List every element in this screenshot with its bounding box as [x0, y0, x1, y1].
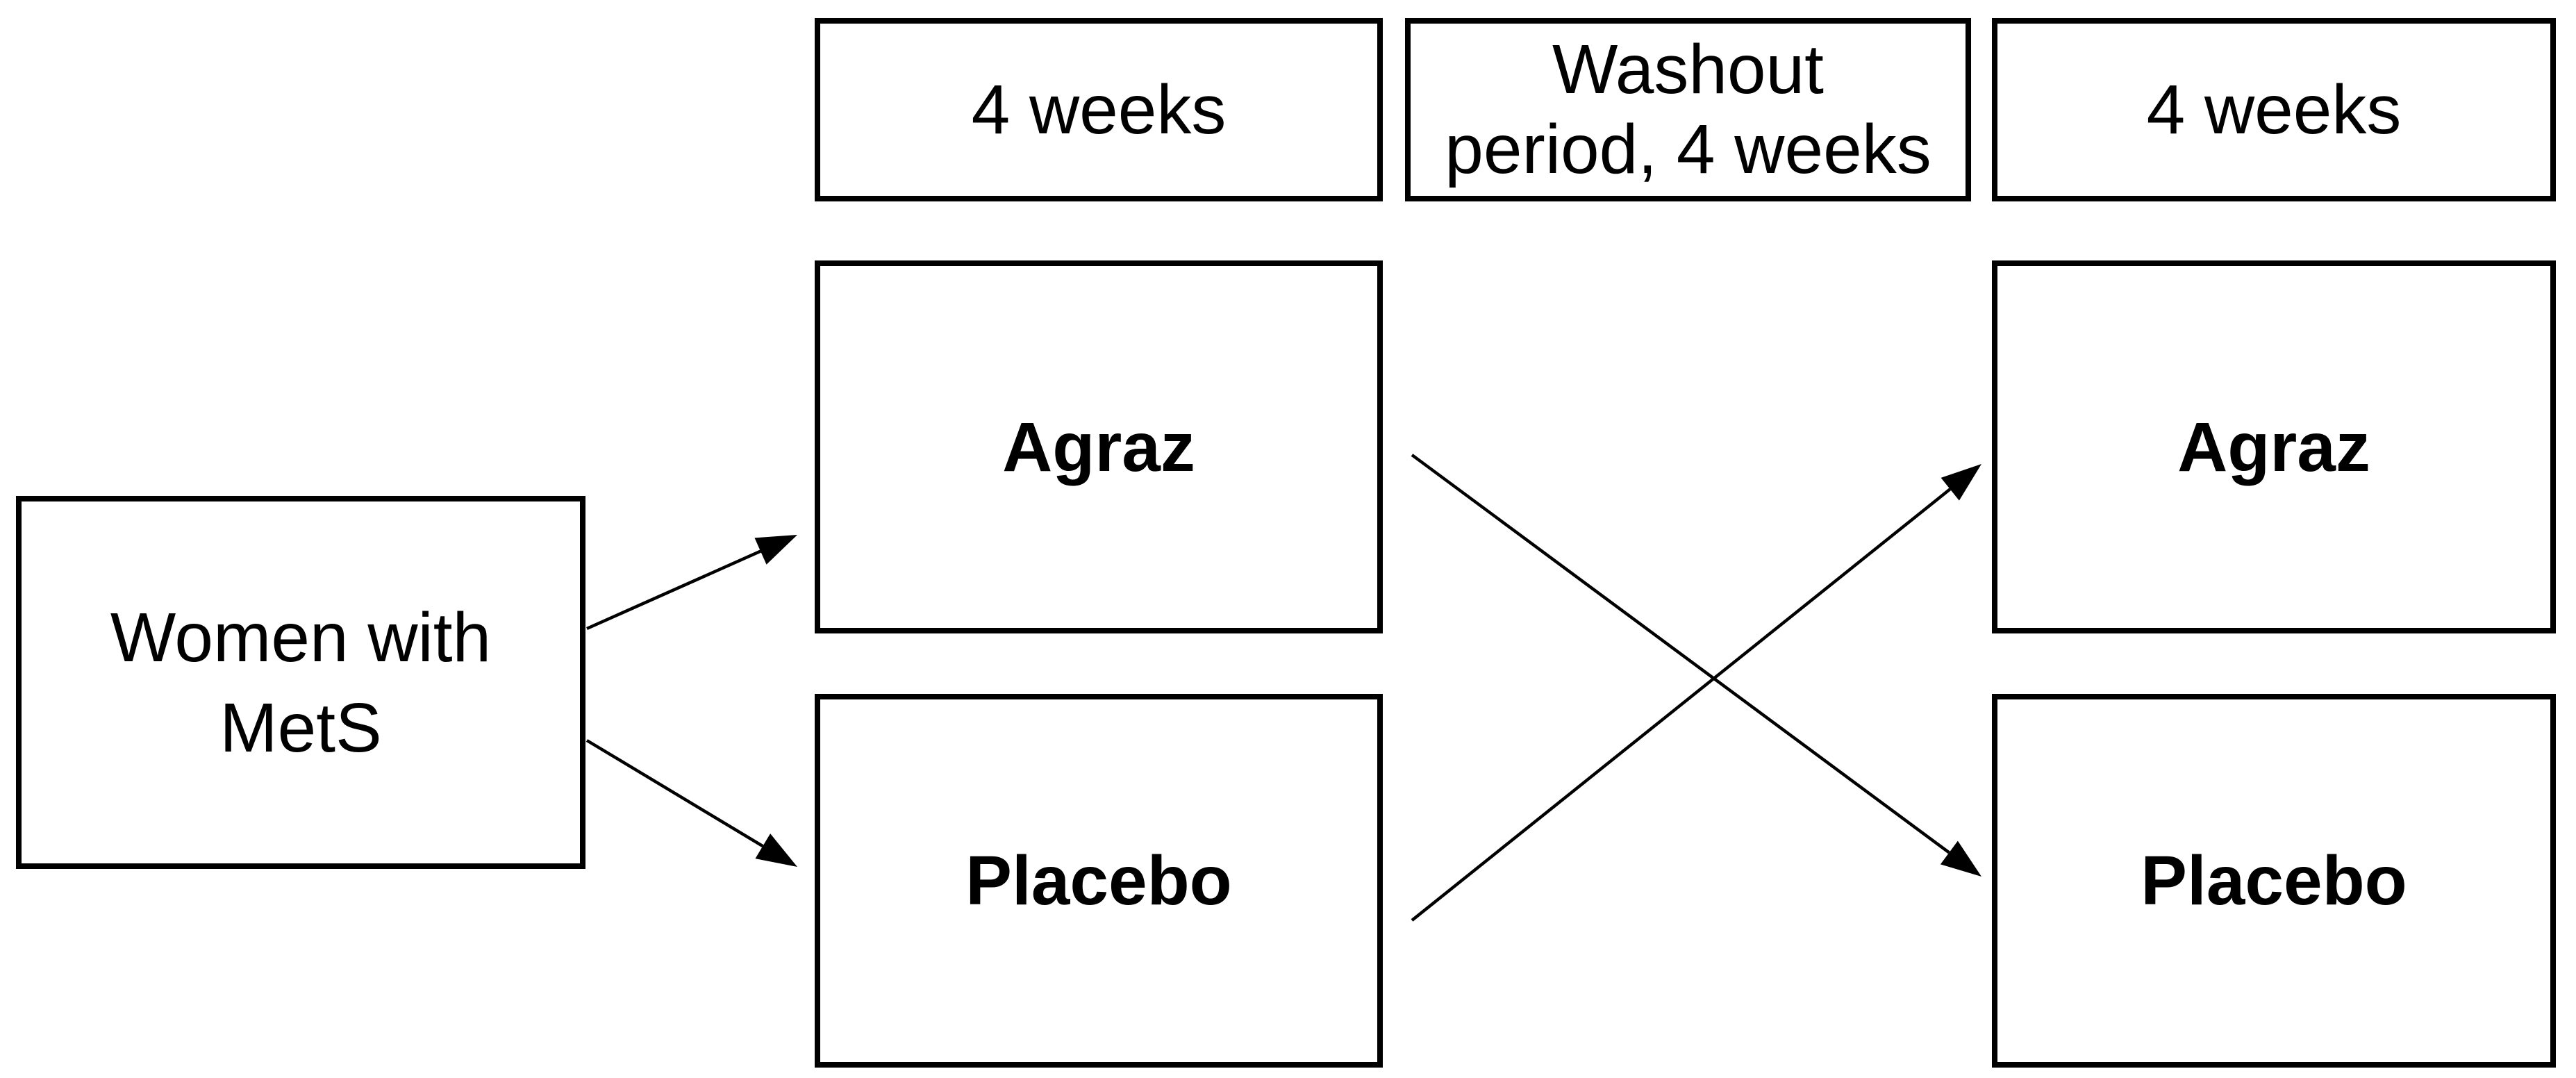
allocation-to-agraz-arrow	[586, 535, 797, 631]
period2-placebo-box: Placebo	[1992, 694, 2556, 1068]
period2-agraz-label: Agraz	[2177, 408, 2370, 486]
period2-agraz-box: Agraz	[1992, 260, 2556, 633]
crossover-agraz-to-placebo-arrow	[1411, 454, 1981, 877]
allocation-to-placebo-arrow	[585, 739, 797, 867]
population-box: Women with MetS	[16, 496, 585, 869]
period1-agraz-label: Agraz	[1002, 408, 1195, 486]
period1-agraz-box: Agraz	[815, 260, 1383, 633]
period1-duration-label: 4 weeks	[971, 71, 1227, 149]
crossover-placebo-to-agraz-arrow	[1411, 464, 1981, 922]
period2-duration-box: 4 weeks	[1992, 18, 2556, 201]
period1-placebo-box: Placebo	[815, 694, 1383, 1068]
period1-duration-box: 4 weeks	[815, 18, 1383, 201]
period1-placebo-label: Placebo	[965, 842, 1232, 920]
period2-duration-label: 4 weeks	[2146, 71, 2402, 149]
washout-period-label: Washout period, 4 weeks	[1445, 31, 1931, 188]
washout-period-box: Washout period, 4 weeks	[1405, 18, 1971, 201]
population-label: Women with MetS	[110, 598, 492, 767]
period2-placebo-label: Placebo	[2141, 842, 2407, 920]
